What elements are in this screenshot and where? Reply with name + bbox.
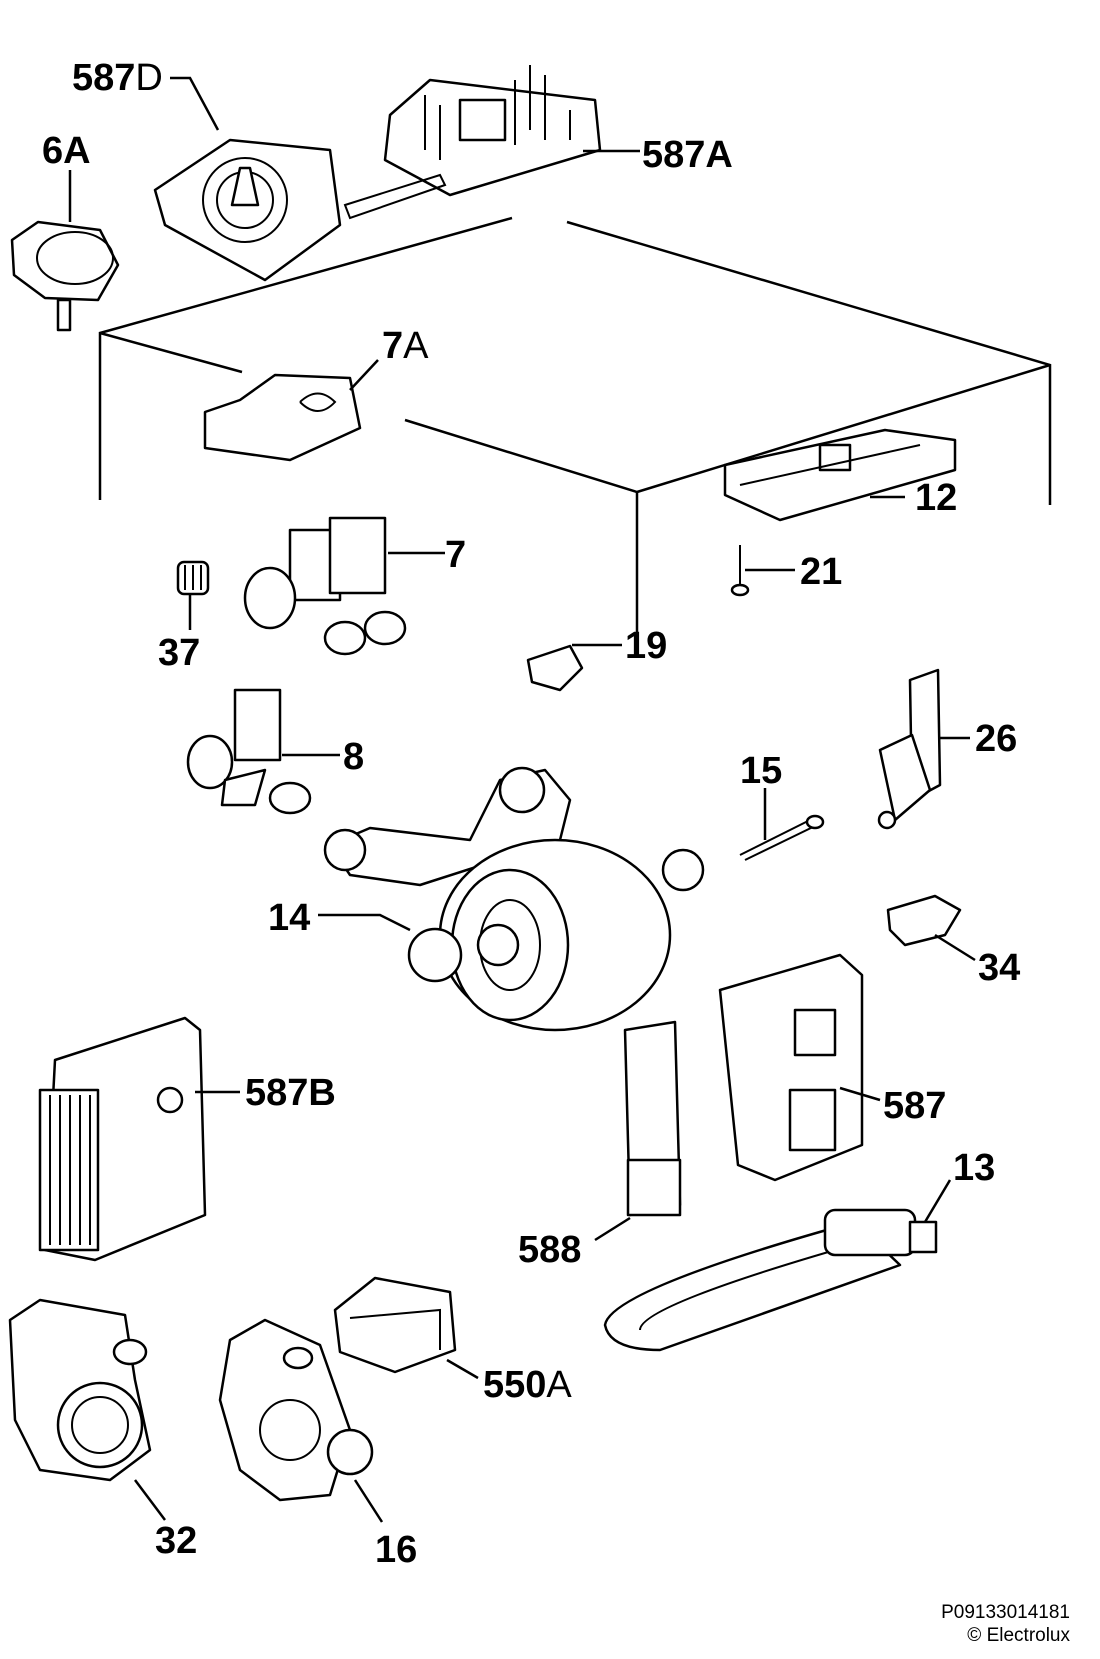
label-32: 32	[155, 1520, 197, 1562]
door-lock-26	[877, 668, 942, 830]
single-valve-8	[186, 688, 312, 815]
cabinet-outline	[98, 216, 1052, 658]
copyright-notice: © Electrolux	[967, 1625, 1070, 1646]
filter-588	[623, 1020, 682, 1217]
label-21: 21	[800, 551, 842, 593]
label-550A: 550A	[483, 1364, 572, 1406]
clip-19	[526, 644, 584, 692]
valve-cover-7A	[203, 373, 362, 462]
circuit-board-587A	[343, 65, 602, 220]
label-587D: 587D	[72, 57, 163, 99]
control-housing-587D	[153, 138, 342, 282]
bracket-12	[723, 428, 957, 522]
label-16: 16	[375, 1529, 417, 1571]
label-34: 34	[978, 947, 1020, 989]
label-14: 14	[268, 897, 310, 939]
electronic-module-587	[718, 953, 864, 1182]
clip-34	[886, 894, 962, 947]
pressure-switch-6A	[10, 220, 120, 332]
label-19: 19	[625, 625, 667, 667]
label-7: 7	[445, 534, 466, 576]
label-37: 37	[158, 632, 200, 674]
footer: P09133014181 © Electrolux	[941, 1601, 1070, 1647]
motor-14	[323, 766, 705, 1032]
label-8: 8	[343, 736, 364, 778]
label-6A: 6A	[42, 130, 91, 172]
label-7A: 7A	[382, 325, 429, 367]
label-587: 587	[883, 1085, 946, 1127]
cover-550A	[333, 1276, 457, 1374]
label-587A: 587A	[642, 134, 733, 176]
label-15: 15	[740, 750, 782, 792]
power-module-587B	[38, 1016, 207, 1262]
double-valve-7	[243, 516, 407, 656]
heating-element-13	[603, 1208, 938, 1352]
drain-pump-16	[218, 1318, 374, 1502]
label-12: 12	[915, 477, 957, 519]
screw-21	[730, 545, 750, 597]
label-587B: 587B	[245, 1072, 336, 1114]
leader-lines	[68, 76, 976, 1523]
filter-37	[176, 560, 210, 596]
label-588: 588	[518, 1229, 581, 1271]
part-labels: 587D 6A 587A 7A 12 7 21 37 19 8 15 26 14…	[42, 57, 1020, 1571]
label-13: 13	[953, 1147, 995, 1189]
screw-15	[739, 814, 825, 861]
drawing-code: P09133014181	[941, 1602, 1070, 1623]
label-26: 26	[975, 718, 1017, 760]
pump-housing-32	[8, 1298, 152, 1482]
